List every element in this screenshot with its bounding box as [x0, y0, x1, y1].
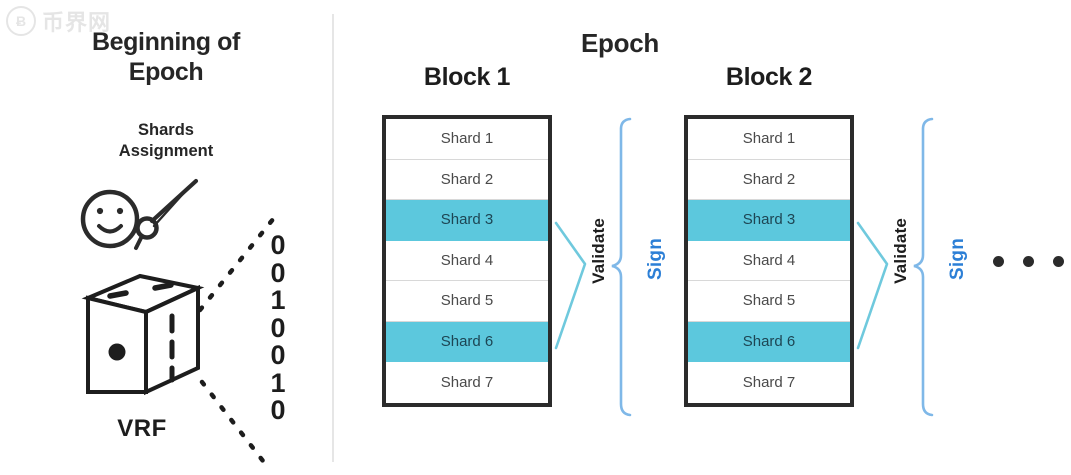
- shard-row[interactable]: Shard 1: [688, 119, 850, 160]
- block-2: Shard 1 Shard 2 Shard 3 Shard 4 Shard 5 …: [684, 115, 854, 407]
- vrf-dice-cube-icon: [81, 273, 205, 396]
- sign-brace-1: [611, 117, 632, 417]
- validate-chevron-1: [554, 221, 587, 350]
- left-title-line1: Beginning of: [92, 28, 240, 56]
- watermark-text: 币界网: [42, 11, 112, 36]
- shard-row[interactable]: Shard 4: [688, 241, 850, 281]
- validate-label-1: Validate: [589, 218, 608, 284]
- validate-chevron-2: [856, 221, 889, 350]
- beginning-of-epoch-title: Beginning of Epoch: [0, 28, 332, 87]
- shard-row[interactable]: Shard 7: [742, 373, 796, 391]
- dashed-ray-upper: [197, 210, 281, 313]
- dashed-ray-lower: [199, 379, 273, 473]
- shard-row-selected[interactable]: Shard 6: [688, 321, 850, 362]
- vrf-illustration: [80, 178, 281, 473]
- epoch-title: Epoch: [581, 28, 659, 58]
- shard-row[interactable]: Shard 2: [386, 160, 548, 200]
- binary-digit: 0: [270, 257, 286, 288]
- shards-assignment-line1: Shards: [138, 121, 194, 139]
- binary-digit: 1: [270, 285, 286, 316]
- binary-digit: 0: [270, 230, 286, 260]
- vrf-binary-output: 0 0 1 0 0 1 0: [258, 230, 298, 426]
- sign-label-2: Sign: [947, 238, 968, 280]
- block-1-title: Block 1: [423, 63, 511, 91]
- shard-row-selected[interactable]: Shard 3: [386, 200, 548, 241]
- ellipsis-dot: [1053, 256, 1064, 267]
- shard-row-selected[interactable]: Shard 3: [688, 200, 850, 241]
- shard-row[interactable]: Shard 7: [440, 373, 494, 391]
- sign-brace-2: [913, 117, 934, 417]
- shard-row[interactable]: Shard 1: [386, 119, 548, 160]
- binary-digit: 0: [270, 312, 286, 343]
- watermark: Ƀ 币界网: [6, 5, 111, 37]
- binary-digit: 0: [270, 340, 286, 371]
- ellipsis-dot: [1023, 256, 1034, 267]
- block-2-title: Block 2: [725, 63, 813, 91]
- shard-row[interactable]: Shard 4: [386, 241, 548, 281]
- magnifier-pointer-icon: [134, 178, 199, 250]
- block-1-shard-stack: Shard 1 Shard 2 Shard 3 Shard 4 Shard 5 …: [382, 115, 552, 407]
- binary-digit: 1: [270, 367, 286, 398]
- shard-row-selected[interactable]: Shard 6: [386, 321, 548, 362]
- binary-digit: 0: [270, 395, 286, 426]
- continuation-ellipsis: [993, 256, 1064, 267]
- watermark-coin-icon: Ƀ: [6, 6, 36, 36]
- shards-assignment-label: Shards Assignment: [0, 120, 332, 161]
- left-title-line2: Epoch: [128, 57, 204, 86]
- validate-label-2: Validate: [891, 218, 910, 284]
- shards-assignment-line2: Assignment: [118, 141, 214, 160]
- block-2-shard-stack: Shard 1 Shard 2 Shard 3 Shard 4 Shard 5 …: [684, 115, 854, 407]
- left-panel: Beginning of Epoch Shards Assignment: [0, 0, 332, 475]
- smiley-face-icon: [80, 189, 140, 249]
- shard-row[interactable]: Shard 5: [386, 281, 548, 322]
- shard-row[interactable]: Shard 5: [688, 281, 850, 322]
- ellipsis-dot: [993, 256, 1004, 267]
- vertical-divider: [332, 14, 334, 462]
- sign-label-1: Sign: [645, 238, 666, 280]
- shard-row[interactable]: Shard 2: [688, 160, 850, 200]
- block-1: Shard 1 Shard 2 Shard 3 Shard 4 Shard 5 …: [382, 115, 552, 407]
- vrf-label: VRF: [117, 415, 167, 442]
